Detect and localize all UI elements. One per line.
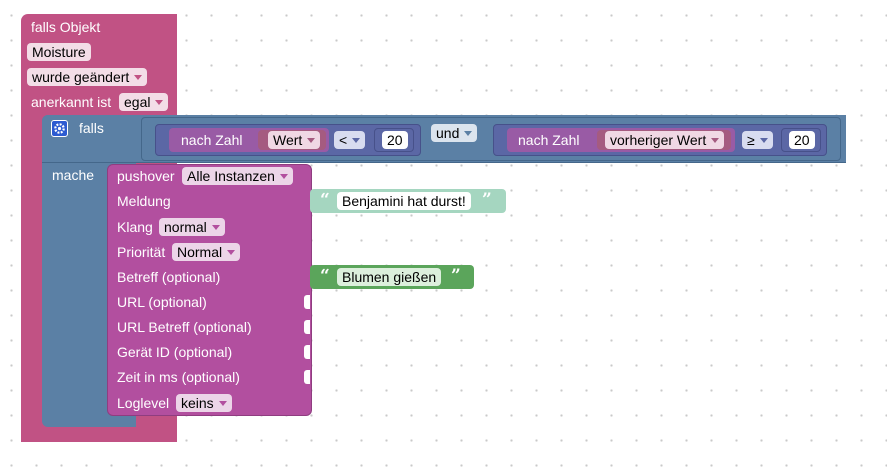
close-quote-icon: ” [482, 190, 492, 210]
to-number-label-left: nach Zahl [181, 132, 243, 148]
loglevel-dropdown[interactable]: keins [176, 394, 232, 412]
do-label: mache [52, 167, 95, 183]
logic-op-value: und [436, 125, 460, 141]
event-block-bottom-bar [21, 430, 177, 442]
operator-value-right: ≥ [747, 132, 755, 148]
instance-value: Alle Instanzen [187, 168, 275, 184]
priority-dropdown[interactable]: Normal [172, 243, 241, 261]
trigger-dropdown-value: wurde geändert [32, 69, 130, 85]
row-label-device: Gerät ID (optional) [117, 344, 233, 360]
chevron-down-icon [352, 138, 361, 143]
instance-dropdown[interactable]: Alle Instanzen [182, 167, 293, 185]
priority-value: Normal [177, 244, 223, 260]
chevron-down-icon [711, 138, 720, 143]
pushover-block[interactable] [107, 164, 312, 416]
logic-op-dropdown[interactable]: und [431, 124, 478, 142]
message-text-field[interactable]: Benjamini hat durst! [337, 192, 471, 210]
empty-input-socket[interactable] [304, 320, 310, 334]
variable-dropdown-right[interactable]: vorheriger Wert [605, 131, 725, 149]
subject-text-field[interactable]: Blumen gießen [337, 268, 442, 286]
row-label-sound: Klang [117, 219, 153, 235]
chevron-down-icon [307, 138, 316, 143]
operator-value-left: < [339, 132, 348, 148]
operator-dropdown-left[interactable]: < [334, 131, 366, 149]
row-label-loglevel: Loglevel [117, 395, 170, 411]
to-number-label-right: nach Zahl [518, 132, 580, 148]
chevron-down-icon [279, 174, 288, 179]
if-label: falls [79, 120, 104, 136]
event-title: falls Objekt [31, 19, 101, 35]
empty-input-socket[interactable] [304, 295, 310, 309]
row-label-time: Zeit in ms (optional) [117, 369, 240, 385]
empty-input-socket[interactable] [304, 345, 310, 359]
chevron-down-icon [211, 225, 220, 230]
ack-dropdown[interactable]: egal [119, 93, 169, 111]
chevron-down-icon [134, 75, 143, 80]
number-field-left[interactable]: 20 [382, 131, 408, 149]
row-label-url: URL (optional) [117, 294, 207, 310]
chevron-down-icon [227, 250, 236, 255]
operator-dropdown-right[interactable]: ≥ [742, 131, 773, 149]
sound-dropdown[interactable]: normal [159, 218, 225, 236]
pushover-title: pushover [117, 168, 175, 184]
chevron-down-icon [155, 100, 164, 105]
object-id-field[interactable]: Moisture [27, 43, 91, 61]
row-label-subject: Betreff (optional) [117, 269, 221, 285]
chevron-down-icon [218, 401, 227, 406]
sound-value: normal [164, 219, 207, 235]
chevron-down-icon [759, 138, 768, 143]
variable-dropdown-left[interactable]: Wert [268, 131, 321, 149]
variable-value-right: vorheriger Wert [610, 132, 707, 148]
ack-label: anerkannt ist [31, 94, 112, 110]
chevron-down-icon [464, 131, 473, 136]
row-label-message: Meldung [117, 193, 171, 209]
variable-value-left: Wert [273, 132, 303, 148]
loglevel-value: keins [181, 395, 214, 411]
open-quote-icon: “ [320, 190, 330, 210]
gear-icon[interactable] [51, 120, 68, 137]
row-label-url-title: URL Betreff (optional) [117, 319, 252, 335]
row-label-priority: Priorität [117, 244, 166, 260]
close-quote-icon: ” [451, 266, 461, 286]
ack-dropdown-value: egal [124, 94, 151, 110]
open-quote-icon: “ [320, 266, 330, 286]
trigger-dropdown[interactable]: wurde geändert [27, 68, 148, 86]
empty-input-socket[interactable] [304, 370, 310, 384]
number-field-right[interactable]: 20 [789, 131, 815, 149]
